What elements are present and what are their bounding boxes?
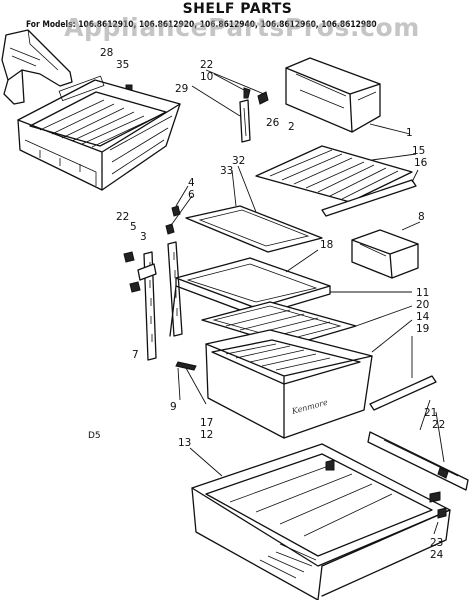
part-19-rail [369, 336, 437, 411]
callout-11: 11 [416, 287, 430, 299]
callout-15: 15 [412, 145, 426, 157]
callout-22: 22 [200, 59, 214, 71]
part-9-17-hardware [175, 361, 207, 405]
callout-14: 14 [416, 311, 430, 323]
part-18-shelf-frame [169, 249, 412, 349]
part-3-7-uprights [143, 241, 183, 361]
callout-32: 32 [232, 155, 246, 167]
callout-28: 28 [100, 47, 114, 59]
callout-2: 2 [288, 121, 295, 133]
callout-19: 19 [416, 323, 430, 335]
callout-12: 12 [200, 429, 214, 441]
callout-13: 13 [178, 437, 192, 449]
part-15-wire-shelf [255, 145, 419, 217]
callout-26: 26 [266, 117, 280, 129]
callout-3: 3 [140, 231, 147, 243]
callout-33: 33 [220, 165, 234, 177]
callout-23: 23 [430, 537, 444, 549]
callout-7: 7 [132, 349, 139, 361]
callout-18: 18 [320, 239, 334, 251]
part-10-rail [191, 69, 269, 143]
diagram-code: D5 [88, 431, 101, 441]
callout-1: 1 [406, 127, 413, 139]
callout-20: 20 [416, 299, 430, 311]
leader-33 [231, 169, 237, 207]
callout-5: 5 [130, 221, 137, 233]
callout-21: 21 [424, 407, 438, 419]
callout-35: 35 [116, 59, 130, 71]
callout-29: 29 [175, 83, 189, 95]
callout-22-rail: 22 [432, 419, 446, 431]
diagram-title: SHELF PARTS [182, 1, 293, 17]
part-12-crisper-drawer: Kenmore [205, 319, 413, 439]
callout-4: 4 [188, 177, 195, 189]
models-line: For Models: 106.8612910, 106.8612920, 10… [26, 19, 377, 29]
part-8-small-bin [351, 221, 421, 279]
callout-17: 17 [200, 417, 214, 429]
callout-8: 8 [418, 211, 425, 223]
part-29-crisper-pan [17, 75, 181, 191]
part-32-glass-shelf [185, 165, 323, 253]
part-21-slide-rail [367, 399, 469, 491]
part-23-24-screws [429, 491, 447, 535]
callout-10: 10 [200, 71, 214, 83]
part-13-bottom-drawer [189, 443, 451, 600]
callout-6: 6 [188, 189, 195, 201]
part-4-5-6-hardware [123, 185, 193, 293]
callout-16: 16 [414, 157, 428, 169]
callout-22-lower: 22 [116, 211, 130, 223]
part-1-dairy-bin [285, 57, 411, 135]
callout-24: 24 [430, 549, 444, 561]
part-28-bracket [1, 29, 73, 105]
callout-9: 9 [170, 401, 177, 413]
